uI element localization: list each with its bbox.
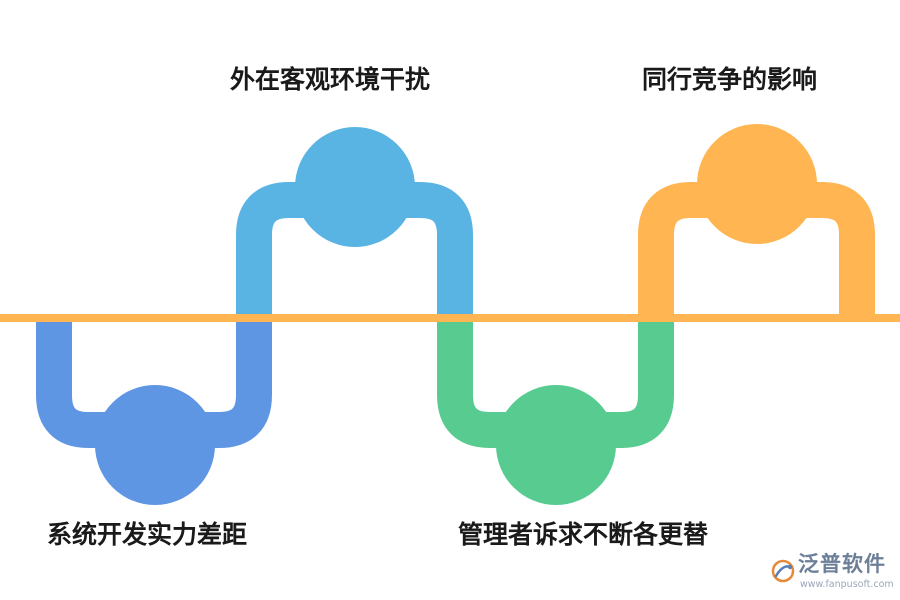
label-competition-impact: 同行竞争的影响 xyxy=(642,65,818,94)
watermark-url: www.fanpusoft.com xyxy=(800,579,894,590)
label-manager-demands: 管理者诉求不断各更替 xyxy=(458,520,709,549)
axis-line xyxy=(0,314,900,322)
node-circle-2 xyxy=(295,127,415,247)
label-external-environment: 外在客观环境干扰 xyxy=(230,65,431,94)
watermark-brand-name: 泛普软件 xyxy=(798,552,886,576)
brand-logo-icon xyxy=(771,559,795,583)
label-dev-capability-gap: 系统开发实力差距 xyxy=(47,520,248,549)
watermark: 泛普软件 www.fanpusoft.com xyxy=(770,552,895,596)
node-circle-4 xyxy=(697,124,817,244)
node-circle-1 xyxy=(95,385,215,505)
node-circle-3 xyxy=(496,385,616,505)
